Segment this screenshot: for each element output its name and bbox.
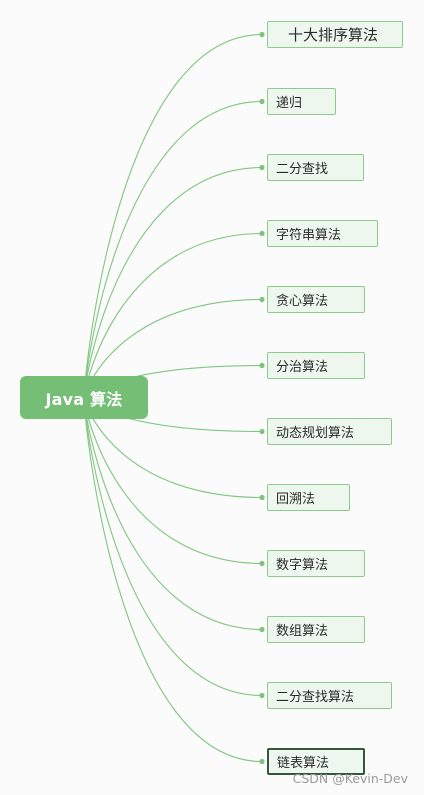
topic-node-string[interactable]: 字符串算法 — [267, 220, 378, 247]
topic-node-linked-list[interactable]: 链表算法 — [267, 748, 365, 775]
topic-label: 链表算法 — [277, 756, 330, 771]
connector-binary-search-algo — [83, 397, 263, 697]
topic-label: 数字算法 — [276, 558, 329, 573]
connector-dot-linked-list — [259, 758, 265, 765]
topic-label: 十大排序算法 — [288, 26, 379, 44]
topic-node-binary-search[interactable]: 二分查找 — [267, 154, 364, 181]
connector-sort — [83, 33, 263, 399]
root-topic[interactable]: Java 算法 — [20, 376, 148, 419]
connector-dot-recursion — [259, 98, 265, 105]
topic-node-dynamic-programming[interactable]: 动态规划算法 — [267, 418, 392, 445]
connector-linked-list — [83, 397, 263, 763]
connector-dot-backtracking — [259, 494, 265, 501]
connector-binary-search — [83, 166, 263, 399]
connector-array — [83, 397, 263, 631]
topic-label: 二分查找算法 — [276, 690, 355, 705]
topic-node-recursion[interactable]: 递归 — [267, 88, 336, 115]
topic-label: 字符串算法 — [276, 228, 342, 243]
connector-math — [83, 397, 263, 565]
topic-label: 回溯法 — [276, 492, 316, 507]
connector-string — [83, 232, 263, 399]
connector-dot-sort — [259, 31, 265, 38]
connector-dot-binary-search-algo — [259, 692, 265, 699]
connector-dot-divide-conquer — [259, 362, 265, 369]
topic-node-sort[interactable]: 十大排序算法 — [267, 21, 403, 48]
topic-node-divide-conquer[interactable]: 分治算法 — [267, 352, 365, 379]
connector-recursion — [83, 100, 263, 399]
connector-dot-string — [259, 230, 265, 237]
topic-label: 二分查找 — [276, 162, 329, 177]
topic-node-binary-search-algo[interactable]: 二分查找算法 — [267, 682, 392, 709]
connector-dot-greedy — [259, 296, 265, 303]
connector-dot-array — [259, 626, 265, 633]
topic-label: 贪心算法 — [276, 294, 329, 309]
topic-node-array[interactable]: 数组算法 — [267, 616, 365, 643]
connector-dot-dynamic-programming — [259, 428, 265, 435]
topic-node-math[interactable]: 数字算法 — [267, 550, 365, 577]
topic-node-greedy[interactable]: 贪心算法 — [267, 286, 365, 313]
topic-node-backtracking[interactable]: 回溯法 — [267, 484, 350, 511]
connector-dot-binary-search — [259, 164, 265, 171]
connector-dot-math — [259, 560, 265, 567]
topic-label: 分治算法 — [276, 360, 329, 375]
topic-label: 递归 — [276, 96, 303, 111]
topic-label: 动态规划算法 — [276, 426, 355, 441]
topic-label: 数组算法 — [276, 624, 329, 639]
watermark: CSDN @Kevin-Dev — [292, 771, 408, 786]
